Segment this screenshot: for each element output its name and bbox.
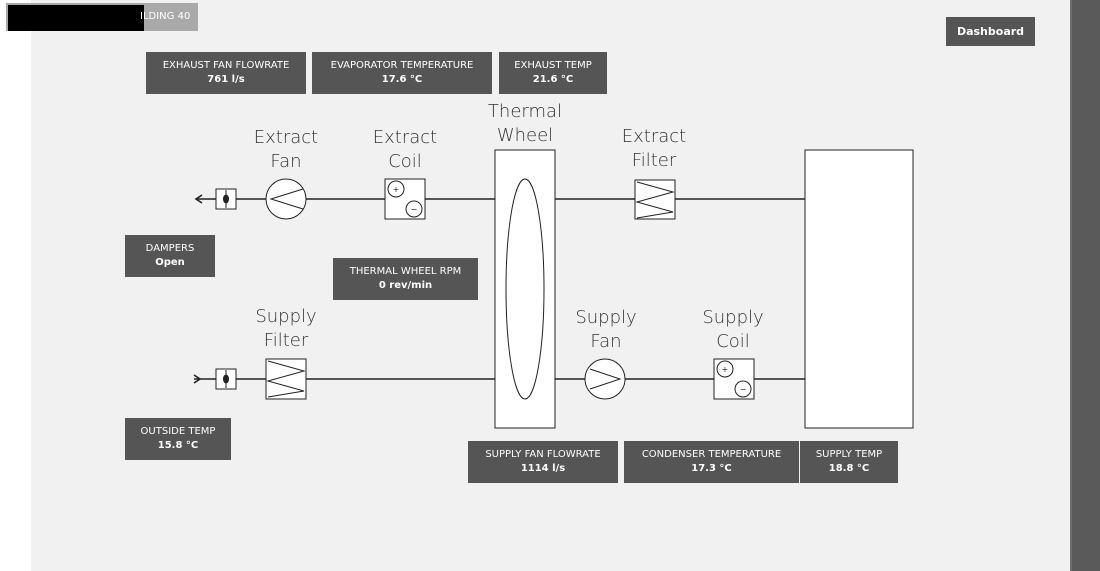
tile-title: SUPPLY FAN FLOWRATE xyxy=(485,449,601,460)
tile-value: 17.6 °C xyxy=(381,74,423,85)
left-margin xyxy=(0,0,31,571)
building-label: ILDING 40 xyxy=(140,11,191,22)
extract-fan-icon xyxy=(265,178,307,220)
tile-value: 15.8 °C xyxy=(157,440,199,451)
intake-arrow-head xyxy=(193,374,202,384)
thermal-wheel-icon xyxy=(494,149,556,429)
supply-damper-icon xyxy=(215,368,237,390)
tile-value: Open xyxy=(155,257,185,268)
tile-value: 1114 l/s xyxy=(520,463,566,474)
scrollbar-thumb[interactable] xyxy=(1072,0,1100,571)
tile-supply-temp[interactable]: SUPPLY TEMP 18.8 °C xyxy=(800,441,898,483)
tile-value: 761 l/s xyxy=(207,74,245,85)
tile-title: DAMPERS xyxy=(145,243,195,254)
supply-filter-icon xyxy=(265,358,307,400)
tile-exhaust-temp[interactable]: EXHAUST TEMP 21.6 °C xyxy=(499,52,607,94)
tile-title: OUTSIDE TEMP xyxy=(140,426,216,437)
exhaust-arrow-head xyxy=(194,194,203,204)
tile-evaporator-temperature[interactable]: EVAPORATOR TEMPERATURE 17.6 °C xyxy=(312,52,492,94)
tile-supply-fan-flowrate[interactable]: SUPPLY FAN FLOWRATE 1114 l/s xyxy=(468,441,618,483)
extract-coil-minus: − xyxy=(411,205,418,214)
tile-outside-temp[interactable]: OUTSIDE TEMP 15.8 °C xyxy=(125,418,231,460)
dashboard-button[interactable]: Dashboard xyxy=(946,17,1035,46)
tile-value: 0 rev/min xyxy=(378,280,433,291)
tile-value: 17.3 °C xyxy=(691,463,732,474)
tile-thermal-wheel-rpm[interactable]: THERMAL WHEEL RPM 0 rev/min xyxy=(333,258,478,300)
supply-coil-icon xyxy=(713,358,755,400)
tile-dampers[interactable]: DAMPERS Open xyxy=(125,235,215,277)
tile-value: 21.6 °C xyxy=(532,74,574,85)
redacted-region xyxy=(8,5,144,31)
tile-title: EXHAUST FAN FLOWRATE xyxy=(162,60,290,71)
tile-title: CONDENSER TEMPERATURE xyxy=(641,449,782,460)
extract-coil-plus: + xyxy=(393,185,400,194)
tile-value: 18.8 °C xyxy=(828,463,870,474)
building-zone-box xyxy=(804,149,914,429)
tile-title: EXHAUST TEMP xyxy=(514,60,592,71)
supply-fan-icon xyxy=(584,358,626,400)
extract-coil-icon xyxy=(384,178,426,220)
supply-coil-plus: + xyxy=(722,365,729,374)
tile-condenser-temperature[interactable]: CONDENSER TEMPERATURE 17.3 °C xyxy=(624,441,799,483)
building-tab[interactable]: ILDING 40 xyxy=(6,3,198,31)
tile-title: SUPPLY TEMP xyxy=(815,449,883,460)
supply-coil-minus: − xyxy=(740,385,747,394)
extract-damper-icon xyxy=(215,188,237,210)
tile-exhaust-fan-flowrate[interactable]: EXHAUST FAN FLOWRATE 761 l/s xyxy=(146,52,306,94)
tile-title: EVAPORATOR TEMPERATURE xyxy=(330,60,474,71)
extract-filter-icon xyxy=(634,179,676,220)
tile-title: THERMAL WHEEL RPM xyxy=(349,266,462,277)
